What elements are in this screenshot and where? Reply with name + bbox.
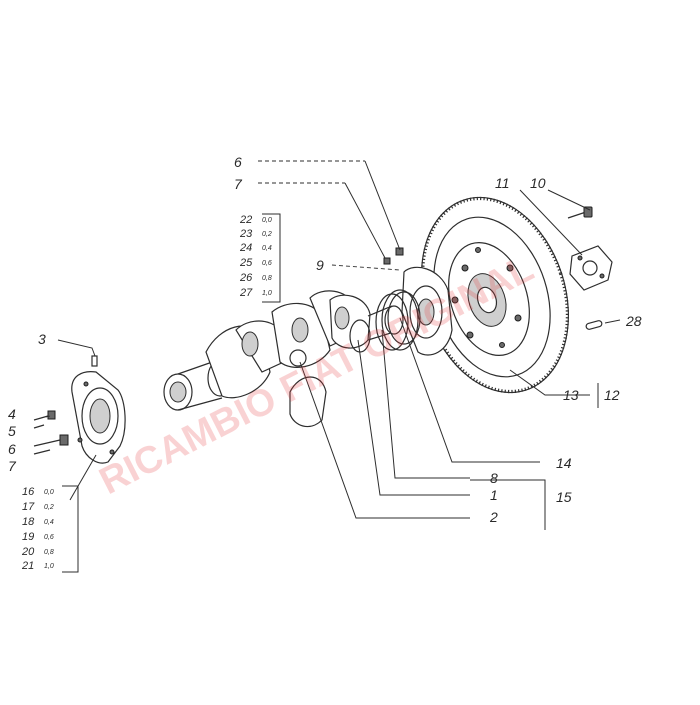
callout-1: 1	[490, 487, 498, 503]
shim-21-size: 1,0	[44, 563, 54, 570]
seal-rings	[289, 289, 421, 367]
shim-19-no: 19	[22, 531, 34, 543]
shim-23-no: 23	[239, 228, 253, 240]
callout-3: 3	[38, 331, 46, 347]
callout-11: 11	[495, 175, 510, 191]
shim-25-no: 25	[239, 257, 253, 269]
flywheel	[420, 196, 570, 394]
shim-23-size: 0,2	[262, 231, 272, 238]
cover-bolts-4-5	[33, 410, 56, 429]
callout-8: 8	[490, 470, 498, 486]
callout-labels: 3 4 5 6 7 6 7 9 10 11 28 13 12 14 8 1 15…	[8, 154, 642, 525]
shim-21-no: 21	[21, 560, 34, 572]
crankshaft	[163, 290, 404, 428]
shim-17-size: 0,2	[44, 504, 54, 511]
shim-18-no: 18	[22, 516, 35, 528]
shim-22-no: 22	[239, 214, 252, 226]
shim-20-no: 20	[21, 546, 35, 558]
shim-17-no: 17	[22, 501, 35, 513]
callout-28: 28	[625, 313, 642, 329]
shim-27-size: 1,0	[262, 290, 272, 297]
leader-lines	[45, 160, 621, 530]
bolt-lock-plate	[569, 245, 613, 291]
shim-25-size: 0,6	[262, 260, 272, 267]
shim-24-size: 0,4	[262, 245, 272, 252]
cover-bolts-6-7	[33, 434, 69, 455]
shim-22-size: 0,0	[262, 217, 272, 224]
rear-cover-bolts	[383, 247, 404, 265]
callout-12: 12	[604, 387, 620, 403]
callout-9: 9	[316, 257, 324, 273]
callout-4: 4	[8, 406, 16, 422]
front-cover	[71, 371, 126, 464]
callout-10: 10	[530, 175, 546, 191]
shim-26-no: 26	[239, 272, 253, 284]
callout-13: 13	[563, 387, 579, 403]
callout-5: 5	[8, 423, 16, 439]
shim-26-size: 0,8	[262, 275, 272, 282]
shim-brackets	[62, 213, 281, 573]
callout-15: 15	[556, 489, 572, 505]
callout-7-rear: 7	[234, 176, 243, 192]
callout-14: 14	[556, 455, 572, 471]
shim-20-size: 0,8	[44, 549, 54, 556]
shim-16-size: 0,0	[44, 489, 54, 496]
callout-6-front: 6	[8, 441, 16, 457]
shim-24-no: 24	[239, 242, 252, 254]
shim-table-lower: 16 0,0 17 0,2 18 0,4 19 0,6 20 0,8 21 1,…	[21, 486, 54, 572]
shim-19-size: 0,6	[44, 534, 54, 541]
rear-cover	[401, 266, 453, 356]
shim-16-no: 16	[22, 486, 35, 498]
shim-18-size: 0,4	[44, 519, 54, 526]
shim-table-upper: 22 0,0 23 0,2 24 0,4 25 0,6 26 0,8 27 1,…	[239, 214, 272, 299]
flywheel-bolt	[567, 206, 593, 219]
callout-7-front: 7	[8, 458, 17, 474]
callout-6-rear: 6	[234, 154, 242, 170]
cover-screw-3	[91, 355, 98, 367]
shim-27-no: 27	[239, 287, 253, 299]
callout-2: 2	[489, 509, 498, 525]
dowel-pin	[585, 320, 603, 330]
